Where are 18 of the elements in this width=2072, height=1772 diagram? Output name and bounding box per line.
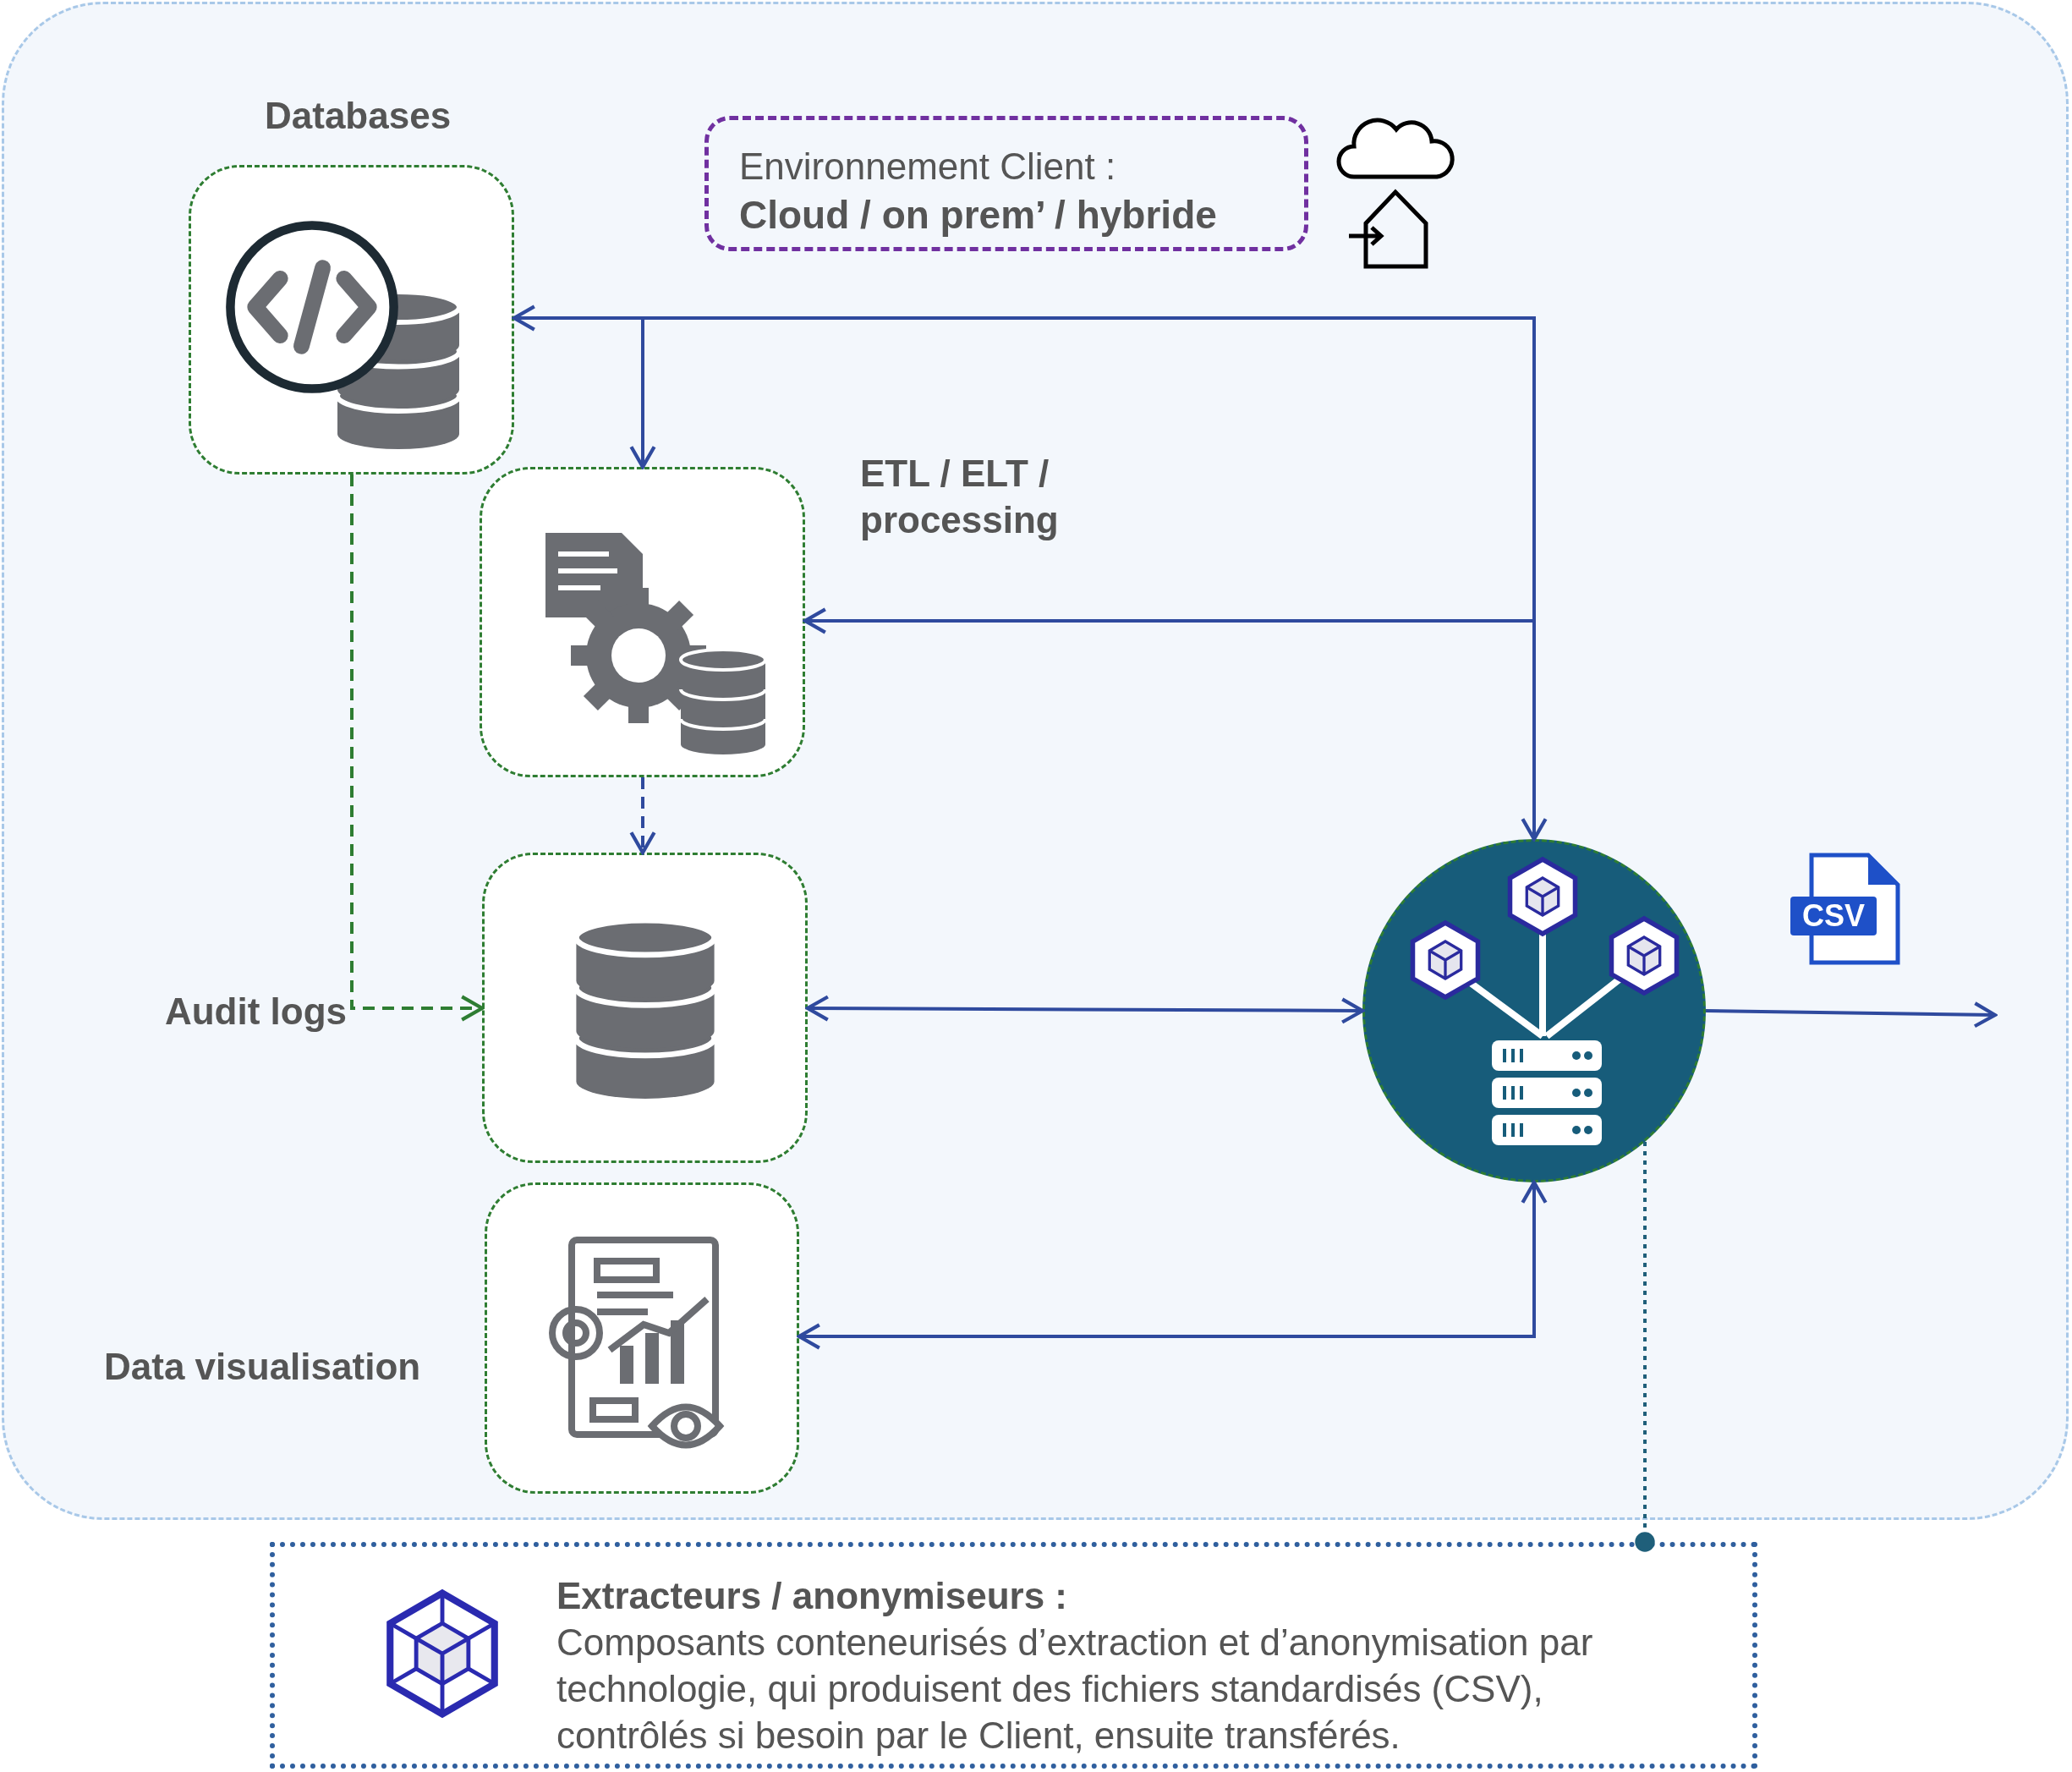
file-type-label: CSV [1790, 897, 1877, 935]
arrow [512, 304, 1548, 842]
environment-options: Cloud / on prem’ / hybride [739, 190, 1274, 241]
node-heading: ETL / ELT / processing [860, 452, 1060, 542]
environment-label: Environnement Client : [739, 145, 1117, 189]
arrow [1705, 1001, 1998, 1029]
info-box [270, 1542, 1757, 1769]
connector-line [1635, 1142, 1655, 1552]
environment-box [704, 116, 1308, 251]
arrow [350, 475, 485, 1022]
info-heading: Extracteurs / anonymiseurs : [556, 1574, 1068, 1618]
arrow [629, 777, 656, 855]
node-heading: Databases [265, 94, 452, 138]
arrow [797, 1180, 1548, 1350]
node-heading: Audit logs [163, 990, 347, 1034]
arrow [805, 995, 1365, 1024]
info-text: Composants conteneurisés d’extraction et d’anonymisation par technologie, qui produisent des fichiers standardisés (CSV), contrôlés si besoin par le Client, ensuite transférés. [556, 1621, 1594, 1758]
node-heading: Data visualisation [104, 1345, 422, 1389]
